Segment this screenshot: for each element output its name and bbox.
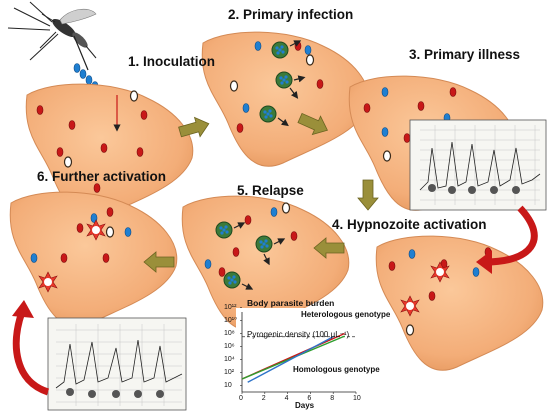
x-tick-label: 0: [239, 395, 243, 402]
series-line-2: [247, 336, 334, 383]
chart-title: Body parasite burden: [247, 298, 335, 308]
y-tick-label: 10⁸: [224, 329, 235, 337]
y-tick-label: 10²: [224, 368, 235, 376]
liver-icon: [201, 31, 370, 167]
arrow-icon: [357, 179, 379, 211]
x-tick-label: 4: [284, 395, 289, 402]
temperature-chart-icon: [409, 119, 547, 211]
parasite-burden-chart: [236, 307, 360, 394]
x-tick-label: 8: [330, 395, 335, 402]
mosquito-icon: [7, 1, 97, 71]
liver-icon: [181, 195, 350, 331]
threshold-label: Pyrogenic density (100 µL⁻¹): [247, 330, 350, 339]
y-tick-label: 10¹²: [224, 303, 237, 311]
stage-4-label: 4. Hypnozoite activation: [332, 217, 487, 232]
y-tick-label: 10⁶: [224, 342, 235, 350]
x-axis-label: Days: [295, 401, 315, 410]
y-tick-label: 10¹⁰: [224, 316, 237, 324]
y-tick-label: 10⁴: [224, 355, 235, 363]
x-tick-label: 10: [353, 395, 361, 402]
temperature-chart-icon: [47, 317, 187, 411]
curved-arrow-icon: [476, 205, 538, 274]
legend-homologous: Homologous genotype: [293, 365, 380, 374]
legend-heterologous: Heterologous genotype: [301, 310, 391, 319]
stage-1-label: 1. Inoculation: [128, 54, 216, 69]
curved-arrow-icon: [12, 300, 50, 396]
stage-6-label: 6. Further activation: [37, 169, 167, 184]
x-tick-label: 6: [307, 395, 312, 402]
stage-3-label: 3. Primary illness: [409, 47, 521, 62]
stage-2-label: 2. Primary infection: [228, 7, 354, 22]
stage-5-label: 5. Relapse: [237, 183, 304, 198]
y-tick-label: 10: [224, 381, 232, 389]
liver-icon: [25, 83, 194, 219]
x-tick-label: 2: [261, 395, 266, 402]
